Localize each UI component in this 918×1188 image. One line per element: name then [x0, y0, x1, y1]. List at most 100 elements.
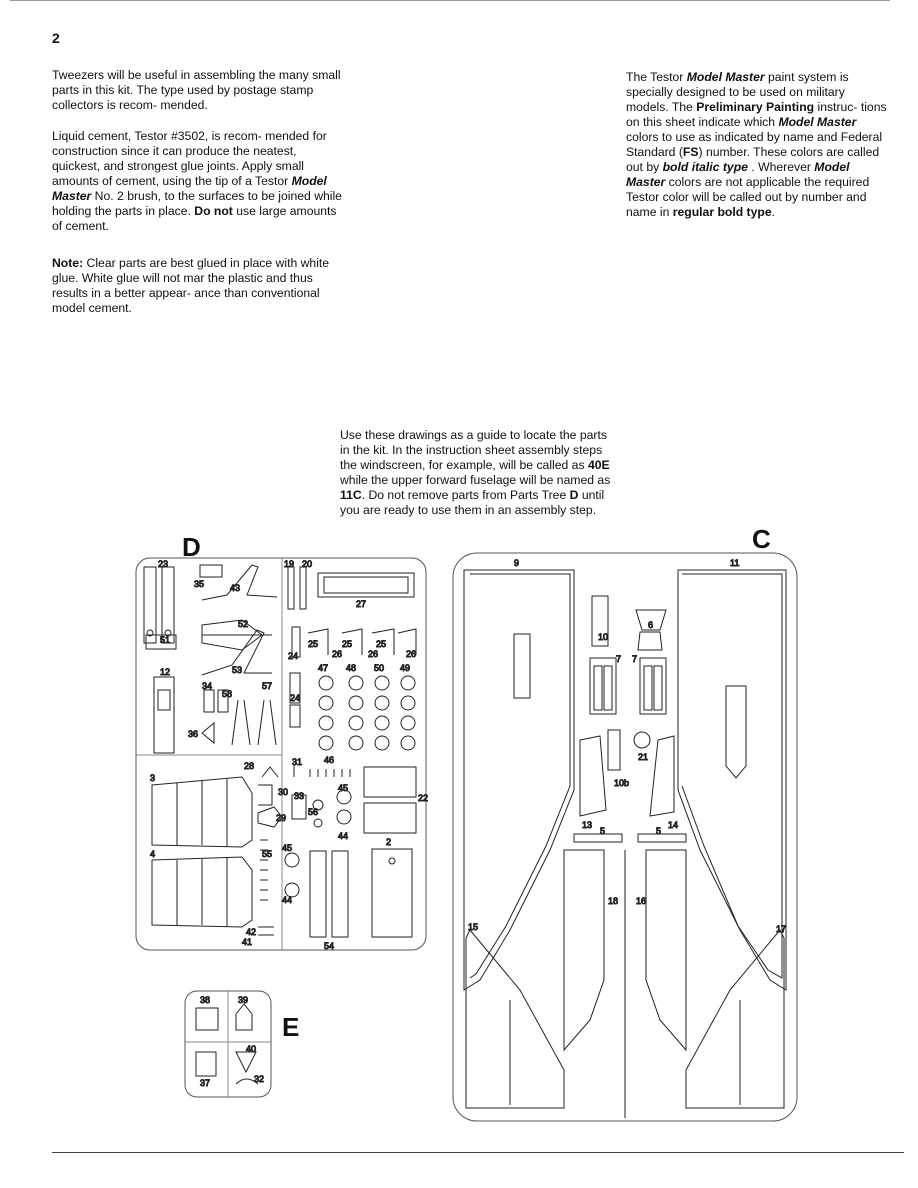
svg-text:25: 25 [376, 639, 386, 649]
regular-bold-label: regular bold type [672, 205, 772, 219]
svg-text:45: 45 [338, 783, 348, 793]
svg-text:42: 42 [246, 927, 256, 937]
svg-text:58: 58 [222, 689, 232, 699]
svg-text:25: 25 [308, 639, 318, 649]
svg-text:38: 38 [200, 995, 210, 1005]
paint-text-h: . [771, 205, 776, 219]
svg-text:56: 56 [308, 807, 318, 817]
svg-text:5: 5 [600, 826, 605, 836]
part-ref-40e: 40E [587, 458, 610, 472]
guide-text-d: until you are ready to use them in an as… [340, 488, 605, 517]
tree-c-letter: C [752, 524, 771, 554]
svg-text:52: 52 [238, 619, 248, 629]
tweezers-paragraph: Tweezers will be useful in assembling th… [52, 68, 341, 112]
svg-text:26: 26 [368, 649, 378, 659]
svg-text:45: 45 [282, 843, 292, 853]
svg-text:12: 12 [160, 667, 170, 677]
paint-text-a: The Testor [626, 70, 687, 84]
brand-name: Model Master [686, 70, 765, 84]
svg-text:43: 43 [230, 583, 240, 593]
svg-text:20: 20 [302, 559, 312, 569]
svg-text:39: 39 [238, 995, 248, 1005]
note-paragraph: Note: Clear parts are best glued in plac… [52, 256, 342, 316]
paint-text-g: colors are not applicable the required T… [626, 175, 870, 219]
svg-text:25: 25 [342, 639, 352, 649]
svg-text:10b: 10b [614, 778, 629, 788]
svg-text:2: 2 [386, 837, 391, 847]
fs-label: FS [682, 145, 699, 159]
brand-name: Model Master [778, 115, 857, 129]
svg-text:26: 26 [406, 649, 416, 659]
guide-text-a: Use these drawings as a guide to locate … [340, 428, 607, 472]
svg-text:26: 26 [332, 649, 342, 659]
svg-text:19: 19 [284, 559, 294, 569]
bold-italic-label: bold italic type [662, 160, 748, 174]
svg-text:55: 55 [262, 849, 272, 859]
svg-text:47: 47 [318, 663, 328, 673]
svg-text:51: 51 [160, 635, 170, 645]
paint-text-e: ) number. These colors are called out by [626, 145, 880, 174]
svg-text:6: 6 [648, 620, 653, 630]
svg-text:14: 14 [668, 820, 678, 830]
paint-text-f: . Wherever [747, 160, 815, 174]
svg-text:31: 31 [292, 757, 302, 767]
svg-text:36: 36 [188, 729, 198, 739]
svg-text:24: 24 [288, 651, 298, 661]
svg-text:23: 23 [158, 559, 168, 569]
svg-text:27: 27 [356, 599, 366, 609]
svg-text:18: 18 [608, 896, 618, 906]
svg-text:9: 9 [514, 558, 519, 568]
svg-text:44: 44 [282, 895, 292, 905]
tree-e-letter: E [282, 1012, 300, 1042]
paint-text-d: colors to use as indicated by name and F… [626, 130, 883, 159]
instructions-left-column: Tweezers will be useful in assembling th… [52, 68, 342, 332]
svg-text:3: 3 [150, 773, 155, 783]
brand-name: Model Master [626, 160, 850, 189]
page-number: 2 [52, 30, 60, 46]
tree-ref-d: D [569, 488, 579, 502]
bottom-rule [52, 1152, 904, 1153]
svg-text:16: 16 [636, 896, 646, 906]
svg-text:24: 24 [290, 693, 300, 703]
svg-text:15: 15 [468, 922, 478, 932]
paint-system-paragraph: The Testor Model Master paint system is … [626, 70, 888, 220]
note-text: Clear parts are best glued in place with… [52, 256, 330, 315]
cement-text-b: No. 2 brush, to the surfaces to be joine… [52, 189, 342, 218]
svg-text:37: 37 [200, 1078, 210, 1088]
svg-text:13: 13 [582, 820, 592, 830]
svg-text:34: 34 [202, 681, 212, 691]
svg-text:50: 50 [374, 663, 384, 673]
cement-text-c: use large amounts of cement. [52, 204, 337, 233]
svg-text:49: 49 [400, 663, 410, 673]
paint-text-b: paint system is specially designed to be… [626, 70, 849, 114]
note-label: Note: [52, 256, 84, 270]
guide-text-b: while the upper forward fuselage will be… [340, 473, 611, 487]
parts-guide-note: Use these drawings as a guide to locate … [340, 428, 612, 518]
svg-text:41: 41 [242, 937, 252, 947]
svg-text:4: 4 [150, 849, 155, 859]
svg-text:48: 48 [346, 663, 356, 673]
svg-text:22: 22 [418, 793, 428, 803]
svg-text:28: 28 [244, 761, 254, 771]
svg-text:7: 7 [632, 654, 637, 664]
svg-text:57: 57 [262, 681, 272, 691]
svg-text:11: 11 [730, 558, 739, 568]
svg-text:46: 46 [324, 755, 334, 765]
svg-text:21: 21 [638, 752, 648, 762]
preliminary-painting-label: Preliminary Painting [696, 100, 815, 114]
svg-text:54: 54 [324, 941, 334, 951]
svg-text:7: 7 [616, 654, 621, 664]
svg-text:53: 53 [232, 665, 242, 675]
do-not-emphasis: Do not [194, 204, 233, 218]
svg-text:29: 29 [276, 813, 286, 823]
cement-paragraph: Liquid cement, Testor #3502, is recom- m… [52, 129, 342, 234]
svg-text:5: 5 [656, 826, 661, 836]
brand-name: Model Master [52, 174, 327, 203]
paint-text-c: instruc- tions on this sheet indicate wh… [626, 100, 887, 129]
svg-text:35: 35 [194, 579, 204, 589]
svg-text:44: 44 [338, 831, 348, 841]
svg-text:10: 10 [598, 632, 608, 642]
